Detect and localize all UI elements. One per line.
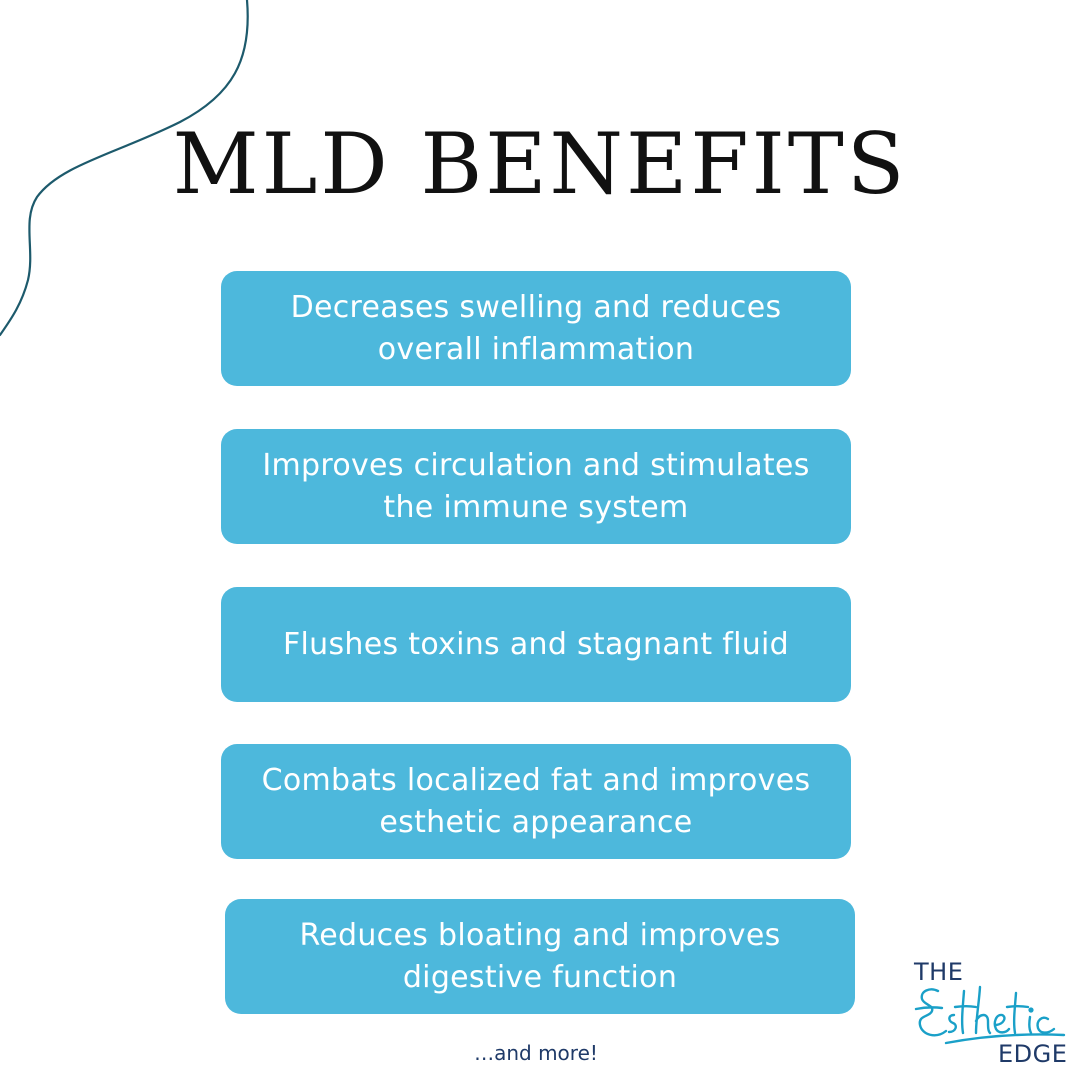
logo-script-wordmark — [914, 985, 1066, 1045]
benefit-text: Flushes toxins and stagnant fluid — [282, 626, 790, 662]
benefit-card: Improves circulation and stimulates the … — [221, 429, 851, 544]
benefit-text: Improves circulation and stimulates the … — [262, 447, 810, 525]
benefit-card: Decreases swelling and reduces overall i… — [221, 271, 851, 386]
benefit-card: Combats localized fat and improves esthe… — [221, 744, 851, 859]
page-title: MLD BENEFITS — [172, 115, 908, 213]
logo-word-edge: EDGE — [998, 1040, 1068, 1068]
benefit-card: Reduces bloating and improves digestive … — [225, 899, 855, 1014]
benefit-text: Reduces bloating and improves digestive … — [299, 917, 781, 995]
benefit-text: Decreases swelling and reduces overall i… — [290, 289, 782, 367]
benefit-card: Flushes toxins and stagnant fluid — [221, 587, 851, 702]
and-more-note: …and more! — [474, 1041, 598, 1065]
brand-logo: THE — [906, 955, 1071, 1070]
logo-word-the: THE — [914, 958, 964, 986]
benefit-text: Combats localized fat and improves esthe… — [261, 762, 811, 840]
